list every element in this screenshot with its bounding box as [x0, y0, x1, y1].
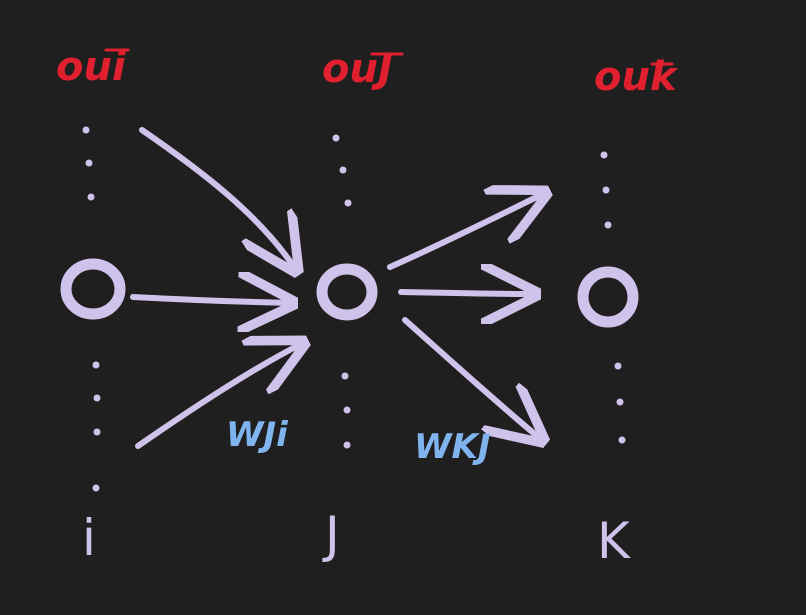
output-label-i: oui [56, 44, 127, 90]
weight-label-kj: WKJ [414, 427, 491, 467]
layer-label-j: J [322, 506, 340, 564]
weight-label-ji: WJi [226, 415, 289, 455]
layer-i-dots-top [82, 126, 95, 201]
layer-i-dots-bottom [92, 361, 101, 492]
output-label-k: ouk [594, 54, 679, 100]
arrow-j-to-top-k [387, 193, 545, 270]
layer-j-dots-top [332, 134, 352, 207]
layer-j-dots-bottom [341, 372, 351, 449]
arrow-top-to-j [139, 127, 296, 270]
neuron-j [316, 263, 378, 321]
layer-label-i: i [82, 509, 96, 567]
arrow-j-to-bottom-k [402, 317, 542, 440]
layer-k-dots-top [600, 151, 612, 229]
neuron-k [577, 266, 639, 328]
neuron-i [60, 258, 126, 320]
arrow-i-to-j [130, 297, 292, 303]
arrow-j-to-k [398, 292, 535, 294]
layer-k-dots-bottom [614, 362, 626, 444]
layer-label-k: K [597, 512, 631, 570]
arrow-bottom-to-j [135, 343, 303, 449]
